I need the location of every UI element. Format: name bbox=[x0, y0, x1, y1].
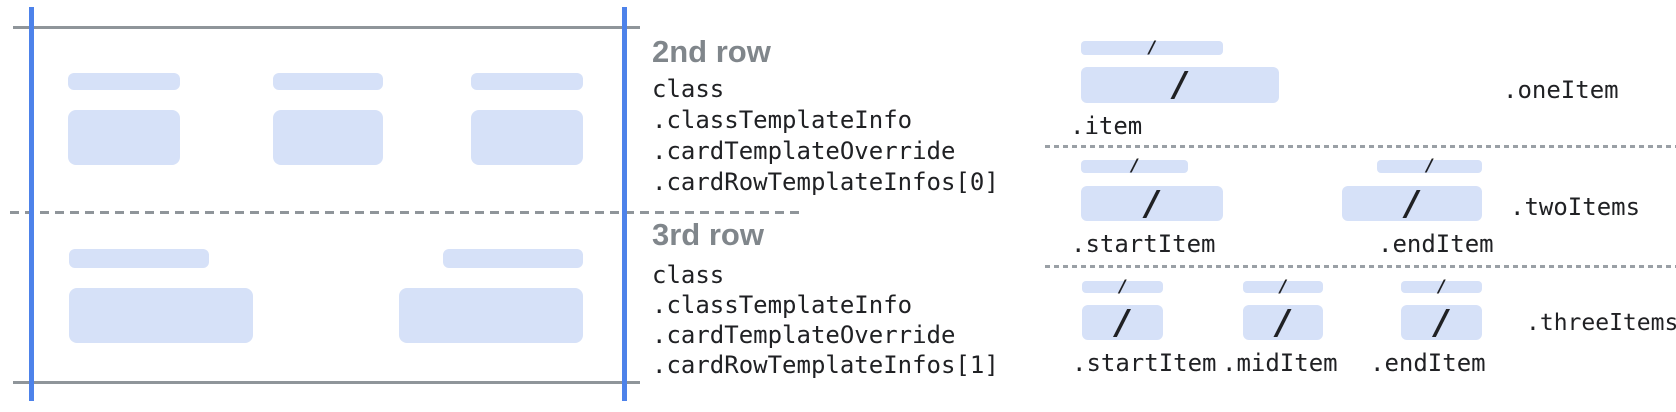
item-field-label: .endItem bbox=[1370, 349, 1486, 377]
field-label-placeholder bbox=[471, 73, 583, 90]
layout-name-label: .twoItems bbox=[1510, 193, 1641, 221]
item-value-bar: / bbox=[1401, 305, 1482, 340]
slash-glyph: / bbox=[1173, 65, 1187, 105]
field-value-placeholder bbox=[471, 110, 583, 165]
code-line: .classTemplateInfo bbox=[652, 106, 913, 134]
slash-glyph: / bbox=[1131, 156, 1138, 176]
code-line: .cardRowTemplateInfos[0] bbox=[652, 168, 999, 196]
code-line: .classTemplateInfo bbox=[652, 291, 913, 319]
item-label-bar: / bbox=[1243, 276, 1323, 297]
item-label-bar: / bbox=[1401, 276, 1482, 297]
item-label-bar: / bbox=[1081, 37, 1223, 58]
item-value-bar: / bbox=[1243, 305, 1323, 340]
field-value-placeholder bbox=[399, 288, 583, 343]
item-value-bar: / bbox=[1082, 305, 1163, 340]
layout-separator-dotted-line bbox=[1045, 265, 1676, 268]
row-3-class-path: class .classTemplateInfo .cardTemplateOv… bbox=[652, 260, 999, 380]
slash-glyph: / bbox=[1276, 302, 1290, 343]
slash-glyph: / bbox=[1438, 276, 1445, 297]
slash-glyph: / bbox=[1279, 276, 1287, 297]
item-value-bar: / bbox=[1342, 186, 1482, 221]
field-label-placeholder bbox=[443, 249, 583, 268]
item-field-label: .startItem bbox=[1072, 349, 1217, 377]
right-margin-guide-line bbox=[622, 7, 627, 401]
slash-glyph: / bbox=[1116, 302, 1129, 343]
row-divider-dashed-line bbox=[10, 211, 800, 214]
row-2-class-path: class .classTemplateInfo .cardTemplateOv… bbox=[652, 74, 999, 198]
code-line: class bbox=[652, 75, 725, 103]
item-label-bar: / bbox=[1081, 156, 1188, 176]
slash-glyph: / bbox=[1405, 183, 1419, 224]
left-margin-guide-line bbox=[29, 7, 34, 401]
code-line: .cardRowTemplateInfos[1] bbox=[652, 351, 999, 379]
item-value-bar: / bbox=[1081, 186, 1223, 221]
layout-name-label: .oneItem bbox=[1503, 76, 1619, 104]
row-3-title: 3rd row bbox=[652, 217, 764, 252]
item-label-bar: / bbox=[1377, 156, 1482, 176]
field-label-placeholder bbox=[69, 249, 209, 268]
item-field-label: .endItem bbox=[1378, 230, 1494, 258]
card-top-guide-line bbox=[13, 26, 640, 29]
slash-glyph: / bbox=[1145, 183, 1159, 224]
item-field-label: .midItem bbox=[1222, 349, 1338, 377]
item-value-bar: / bbox=[1081, 67, 1279, 103]
code-line: .cardTemplateOverride bbox=[652, 321, 956, 349]
layout-name-label: .threeItems bbox=[1526, 310, 1676, 336]
field-value-placeholder bbox=[273, 110, 383, 165]
slash-glyph: / bbox=[1119, 276, 1126, 297]
slash-glyph: / bbox=[1148, 37, 1156, 58]
code-line: .cardTemplateOverride bbox=[652, 137, 956, 165]
layout-separator-dotted-line bbox=[1045, 145, 1676, 148]
item-field-label: .item bbox=[1070, 112, 1143, 140]
card-bottom-guide-line bbox=[13, 381, 640, 384]
field-label-placeholder bbox=[68, 73, 180, 90]
item-label-bar: / bbox=[1082, 276, 1163, 297]
item-field-label: .startItem bbox=[1071, 230, 1216, 258]
field-value-placeholder bbox=[68, 110, 180, 165]
field-value-placeholder bbox=[69, 288, 253, 343]
code-line: class bbox=[652, 261, 725, 289]
slash-glyph: / bbox=[1435, 302, 1448, 343]
row-2-title: 2nd row bbox=[652, 34, 771, 69]
field-label-placeholder bbox=[273, 73, 383, 90]
slash-glyph: / bbox=[1426, 156, 1433, 176]
